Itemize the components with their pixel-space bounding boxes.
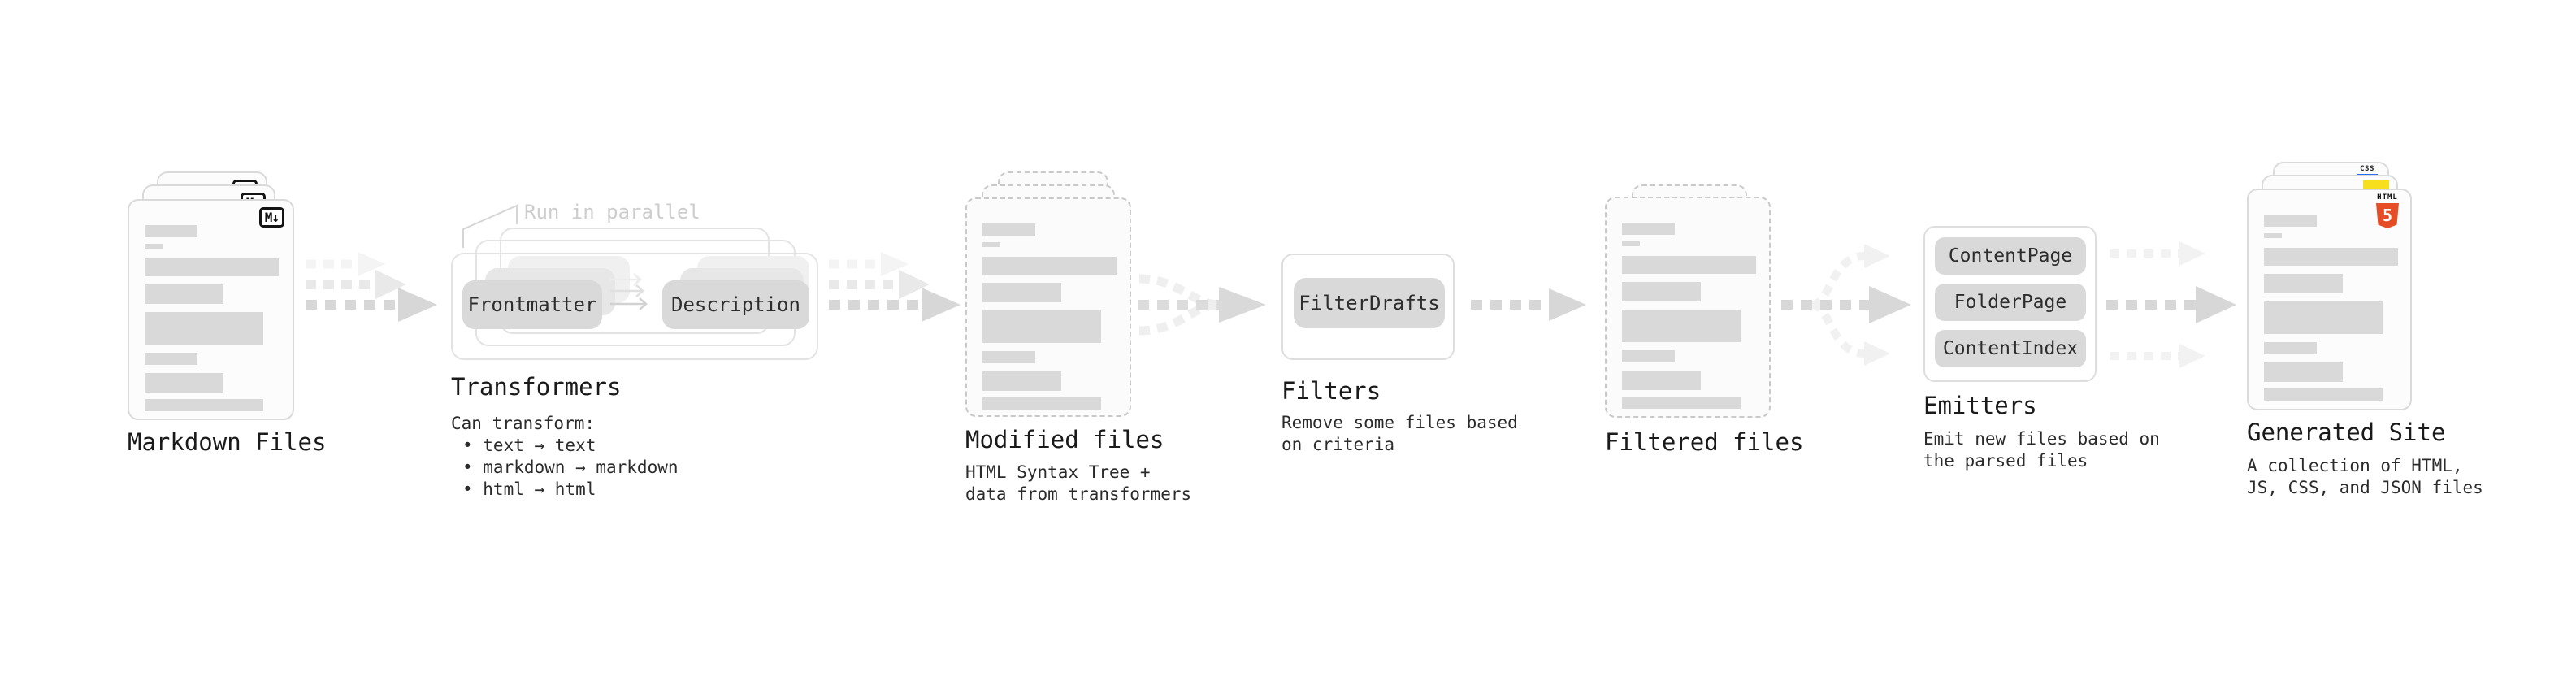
markdown-file-card-front: M↓ [128,199,294,420]
filtered-files-title: Filtered files [1605,428,1804,456]
generated-site-title: Generated Site [2247,419,2446,446]
filters-desc-line: on criteria [1281,435,1395,454]
html5-shield: 5 [2376,203,2399,228]
modified-files-desc-line: data from transformers [965,484,1192,504]
transformers-bullet: • markdown → markdown [462,458,679,477]
contentpage-pill: ContentPage [1935,237,2086,275]
flow-arrow-filtered-to-emitters-split [1781,244,1911,366]
contentindex-pill: ContentIndex [1935,330,2086,367]
flow-arrow-filters-to-filtered [1471,288,1586,321]
modified-files-title: Modified files [965,426,1164,453]
markdown-icon: M↓ [258,207,284,228]
transformer-parallel-arrows [610,273,648,310]
flow-arrow-emitters-to-generated [2106,241,2236,368]
transformer-frame-front [451,253,818,360]
filters-title: Filters [1281,377,1381,405]
flow-arrow-modified-to-filters-merge [1138,274,1266,336]
description-pill: Description [662,280,809,329]
transformers-bullet: • text → text [462,436,596,455]
modified-files-description: HTML Syntax Tree + data from transformer… [965,462,1191,505]
emitters-desc-line: the parsed files [1923,451,2088,471]
filterdrafts-pill: FilterDrafts [1294,278,1445,328]
generated-site-description: A collection of HTML, JS, CSS, and JSON … [2247,455,2483,499]
generated-file-card-front: HTML 5 [2247,189,2412,410]
transformers-desc-heading: Can transform: [451,414,596,433]
document-text-placeholder-bars [1622,223,1756,409]
markdown-files-label: Markdown Files [128,428,327,456]
emitters-desc-line: Emit new files based on [1923,429,2160,449]
flow-arrow-markdown-to-transformers [306,252,437,322]
run-in-parallel-callout-line [462,204,518,248]
filtered-file-card-front [1605,197,1771,418]
document-text-placeholder-bars [2264,215,2398,401]
emitters-title: Emitters [1923,392,2037,419]
generated-site-desc-line: A collection of HTML, [2247,456,2463,475]
html5-badge-text: HTML [2377,193,2398,202]
modified-file-card-front [965,197,1131,417]
filters-description: Remove some files based on criteria [1281,412,1518,456]
css-badge-text: CSS [2360,165,2374,173]
folderpage-pill: FolderPage [1935,284,2086,321]
transformers-title: Transformers [451,373,622,401]
run-in-parallel-annotation: Run in parallel [524,201,700,223]
emitters-description: Emit new files based on the parsed files [1923,428,2160,472]
frontmatter-pill: Frontmatter [462,280,602,329]
document-text-placeholder-bars [145,225,279,411]
document-text-placeholder-bars [982,223,1117,410]
html5-icon: HTML 5 [2373,193,2402,228]
transformers-description: Can transform: • text → text • markdown … [451,413,679,501]
filters-desc-line: Remove some files based [1281,413,1518,432]
transformers-bullet: • html → html [462,479,596,499]
flow-arrow-transformers-to-modified [829,252,961,322]
generated-site-desc-line: JS, CSS, and JSON files [2247,478,2483,497]
modified-files-desc-line: HTML Syntax Tree + [965,462,1151,482]
